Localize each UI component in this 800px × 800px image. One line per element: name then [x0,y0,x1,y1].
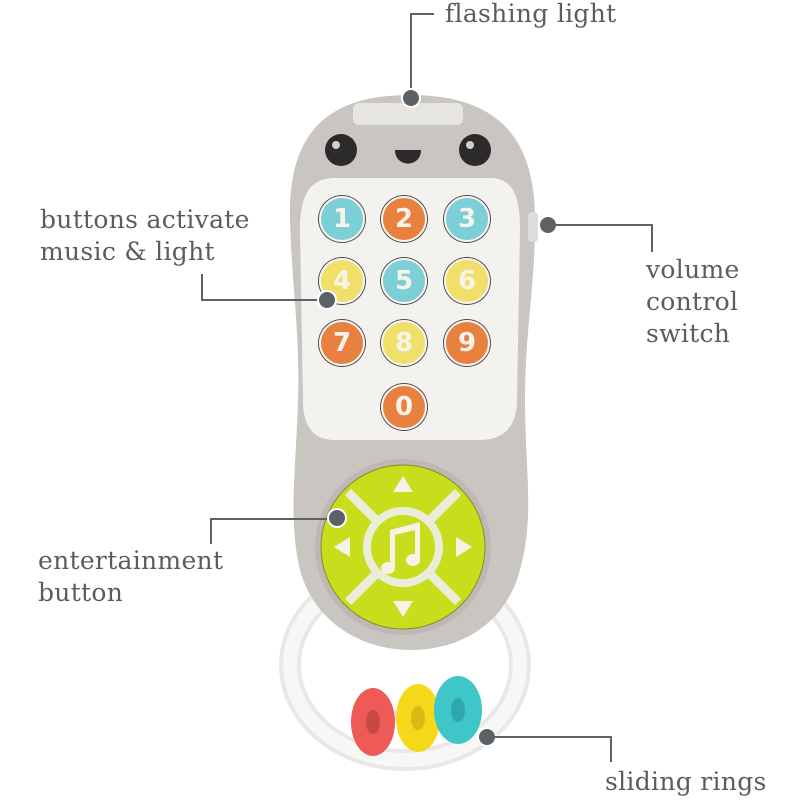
callout-line-entertainment-v [210,518,212,544]
label-buttons: buttons activate music & light [40,205,250,266]
face [325,134,491,166]
callout-dot-rings [477,727,497,747]
callout-line-volume-h [556,224,652,226]
music-note-icon [381,522,420,574]
flashing-light [353,103,463,125]
label-rings: sliding rings [605,767,767,796]
callout-line-buttons-v [201,274,203,300]
entertainment-button[interactable] [315,459,491,635]
callout-dot-flashing-light [401,88,421,108]
up-arrow-icon [393,476,413,492]
down-arrow-icon [393,601,413,617]
keypad-panel [300,178,520,440]
label-volume: volume control switch [646,255,740,348]
left-arrow-icon [334,537,350,557]
right-arrow-icon [456,537,472,557]
callout-line-entertainment-h [210,518,328,520]
callout-dot-buttons [317,290,337,310]
callout-dot-entertainment [327,508,347,528]
volume-switch[interactable] [528,212,538,242]
callout-line-volume-v [651,224,653,252]
callout-dot-volume [538,215,558,235]
label-flashing-light: flashing light [445,0,617,28]
callout-line-rings-h [495,736,611,738]
sliding-rings[interactable] [351,676,482,756]
callout-line-flashing-light [410,13,412,97]
callout-line-buttons-h [201,299,323,301]
label-entertainment: entertainment button [38,546,224,607]
callout-line-rings-v [610,736,612,762]
callout-line-flashing-light-h [410,13,434,15]
